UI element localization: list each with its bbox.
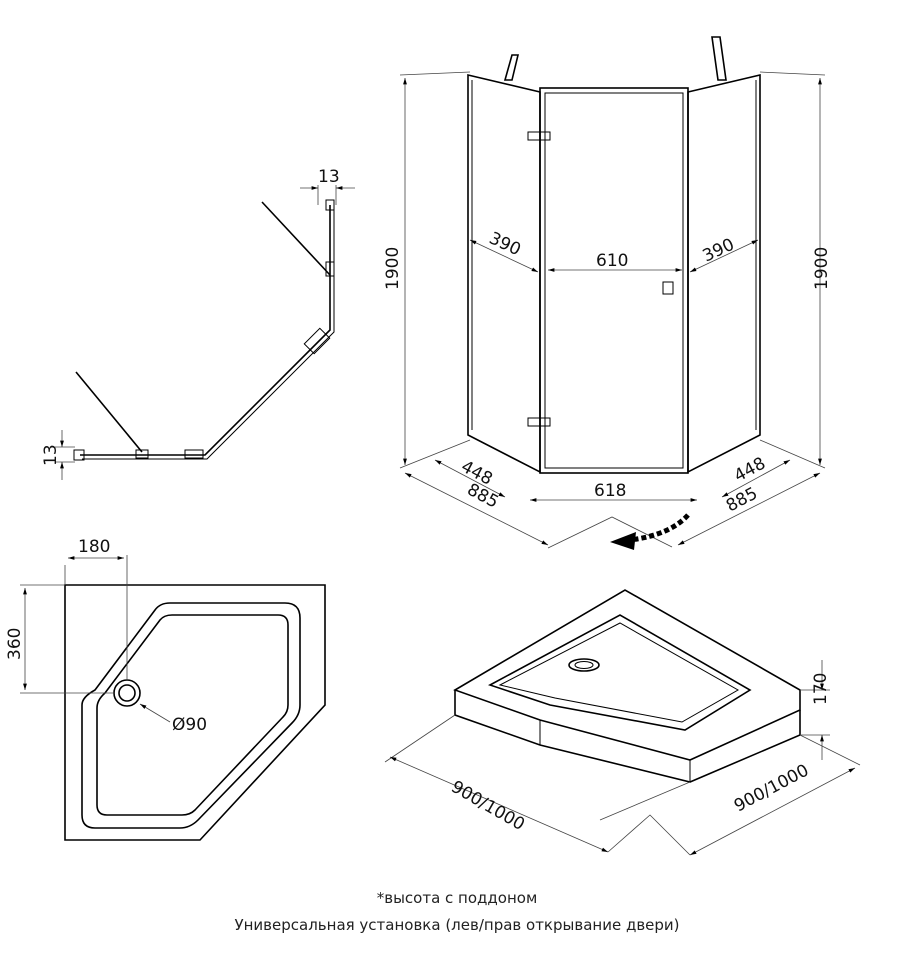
note-height: *высота с поддоном (377, 889, 538, 907)
tray-iso-view: 170 900/1000 900/1000 (384, 589, 861, 856)
drain-diameter: Ø90 (172, 715, 207, 735)
enclosure-plan-view: 13 13 (41, 167, 355, 480)
total-right: 885 (723, 484, 761, 517)
tray-plan-view: 180 360 Ø90 (5, 537, 326, 841)
drain-offset-y: 360 (5, 628, 25, 660)
door-swing-arrow-icon (610, 513, 690, 550)
tray-size-right: 900/1000 (731, 761, 812, 817)
door-width: 610 (596, 251, 628, 271)
drain-offset-x: 180 (78, 537, 110, 557)
tray-height: 170 (811, 673, 831, 705)
note-installation: Универсальная установка (лев/прав открыв… (234, 916, 679, 934)
side-right-width: 390 (700, 235, 738, 267)
enclosure-front-view: 1900 1900 390 610 390 448 885 618 448 88… (383, 36, 832, 550)
side-left-width: 390 (486, 228, 524, 260)
bottom-width: 618 (594, 481, 626, 501)
height-right-label: 1900 (812, 247, 832, 290)
plan-dim-top: 13 (318, 167, 340, 187)
tray-size-left: 900/1000 (448, 777, 529, 835)
height-left-label: 1900 (383, 247, 403, 290)
plan-dim-left: 13 (41, 444, 61, 466)
total-left: 885 (464, 480, 502, 513)
